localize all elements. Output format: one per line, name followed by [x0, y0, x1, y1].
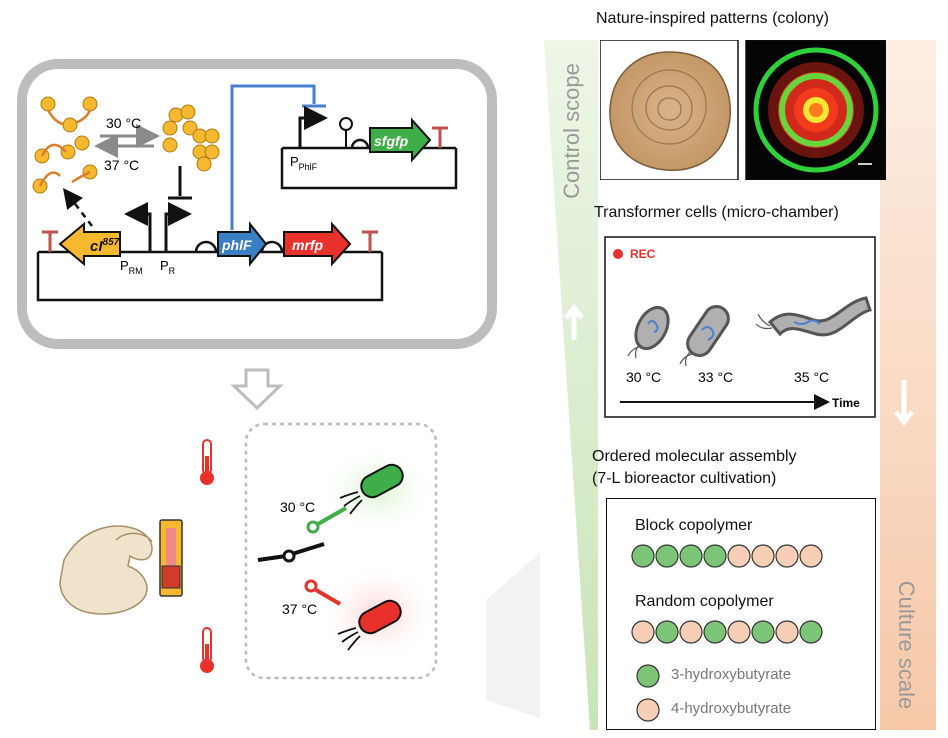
- colony-images: [600, 40, 886, 180]
- cell-temp-35: 35 °C: [794, 369, 829, 385]
- assembly-title: Ordered molecular assembly (7-L bioreact…: [592, 446, 797, 490]
- legend-3hb-swatch: [636, 664, 660, 688]
- colony-rings: [631, 69, 707, 145]
- green-bacterium-icon: [339, 463, 404, 515]
- phlf-repression-line: [230, 84, 316, 230]
- circuit-diagram: 30 °C 37 °C cI857 PRM PR phlF mrfp PPhlF: [17, 59, 540, 718]
- legend-4hb-swatch: [636, 698, 660, 722]
- insulator-icon: [339, 117, 353, 148]
- switch-lever-right: [291, 542, 325, 556]
- rec-label: REC: [630, 247, 656, 261]
- assembly-title-line1: Ordered molecular assembly: [592, 448, 797, 465]
- thermometer-icon: [200, 627, 214, 673]
- cell-33-icon: [679, 305, 730, 367]
- control-scope-bar: [544, 40, 598, 730]
- assembly-panel: Block copolymer Random copolymer 3-hydro…: [606, 498, 876, 730]
- gene-phlf: [217, 221, 268, 267]
- promoter-pr-label: PR: [160, 258, 176, 276]
- rbs-phlf: [194, 240, 218, 253]
- rbs-sfgfp: [350, 138, 370, 149]
- switch-temp-37: 37 °C: [282, 601, 317, 617]
- gene-sfgfp: [369, 117, 432, 163]
- culture-tube-icon: [159, 519, 183, 597]
- block-copolymer-label: Block copolymer: [635, 517, 753, 534]
- gene-mrfp-label: mrfp: [292, 237, 324, 253]
- gene-sfgfp-label: sfgfp: [374, 133, 409, 149]
- main-plasmid: [36, 252, 384, 302]
- cell-temp-30: 30 °C: [626, 369, 661, 385]
- ci-protein-molecules: [32, 96, 220, 194]
- chamber-title: Transformer cells (micro-chamber): [594, 204, 839, 221]
- promoter-pr: [164, 202, 192, 252]
- cell-temp-33: 33 °C: [698, 369, 733, 385]
- promoter-prm: [124, 202, 152, 252]
- reporter-plasmid: [280, 148, 458, 190]
- block-copolymer-chain: [631, 544, 823, 568]
- switch-lever: [257, 554, 287, 562]
- switch-temp-30: 30 °C: [280, 499, 315, 515]
- legend-3hb-label: 3-hydroxybutyrate: [671, 666, 792, 683]
- micro-chamber-panel: REC 30 °C 33 °C 35 °C Time: [604, 236, 876, 418]
- legend-4hb-label: 4-hydroxybutyrate: [671, 700, 792, 717]
- promoter-pphlf: [298, 106, 328, 148]
- culture-scale-bar: [880, 40, 936, 730]
- switch-arm-red: [314, 588, 342, 606]
- up-arrow-icon: [564, 303, 584, 340]
- culture-scale-label: Culture scale: [894, 580, 919, 710]
- promoter-prm-label: PRM: [120, 258, 143, 276]
- terminator-left: [42, 230, 58, 252]
- control-scope-label: Control scope: [559, 63, 584, 199]
- cell-35-icon: [755, 296, 872, 337]
- scope-bars: [544, 40, 936, 730]
- colony-title: Nature-inspired patterns (colony): [596, 10, 829, 27]
- assembly-title-line2: (7-L bioreactor cultivation): [592, 470, 777, 487]
- down-arrow-icon: [230, 368, 284, 411]
- switch-pivot: [282, 549, 296, 563]
- gene-phlf-label: phlF: [221, 237, 252, 253]
- rec-dot-icon: [613, 249, 623, 259]
- expression-dashed-arrow: [62, 188, 93, 227]
- projection-shade: [486, 552, 540, 718]
- promoter-pphlf-label: PPhlF: [290, 154, 318, 172]
- temp-high-label: 30 °C: [106, 115, 141, 131]
- switch-arm-green: [317, 506, 347, 526]
- terminator-sfgfp: [432, 126, 448, 148]
- gene-ci-label: cI857: [90, 237, 120, 255]
- red-bacterium-icon: [337, 599, 402, 651]
- thermometer-icon: [200, 439, 214, 485]
- down-arrow-culture-icon: [894, 380, 914, 427]
- temp-low-label: 37 °C: [104, 157, 139, 173]
- colony-pattern-illustration: [609, 51, 731, 172]
- cell-30-icon: [627, 305, 670, 359]
- gene-mrfp: [283, 221, 352, 267]
- random-copolymer-label: Random copolymer: [635, 593, 774, 610]
- terminator-mrfp: [362, 230, 378, 252]
- hand-icon: [59, 525, 153, 615]
- random-copolymer-chain: [631, 620, 823, 644]
- gene-ci: [58, 221, 121, 267]
- time-label: Time: [832, 396, 860, 410]
